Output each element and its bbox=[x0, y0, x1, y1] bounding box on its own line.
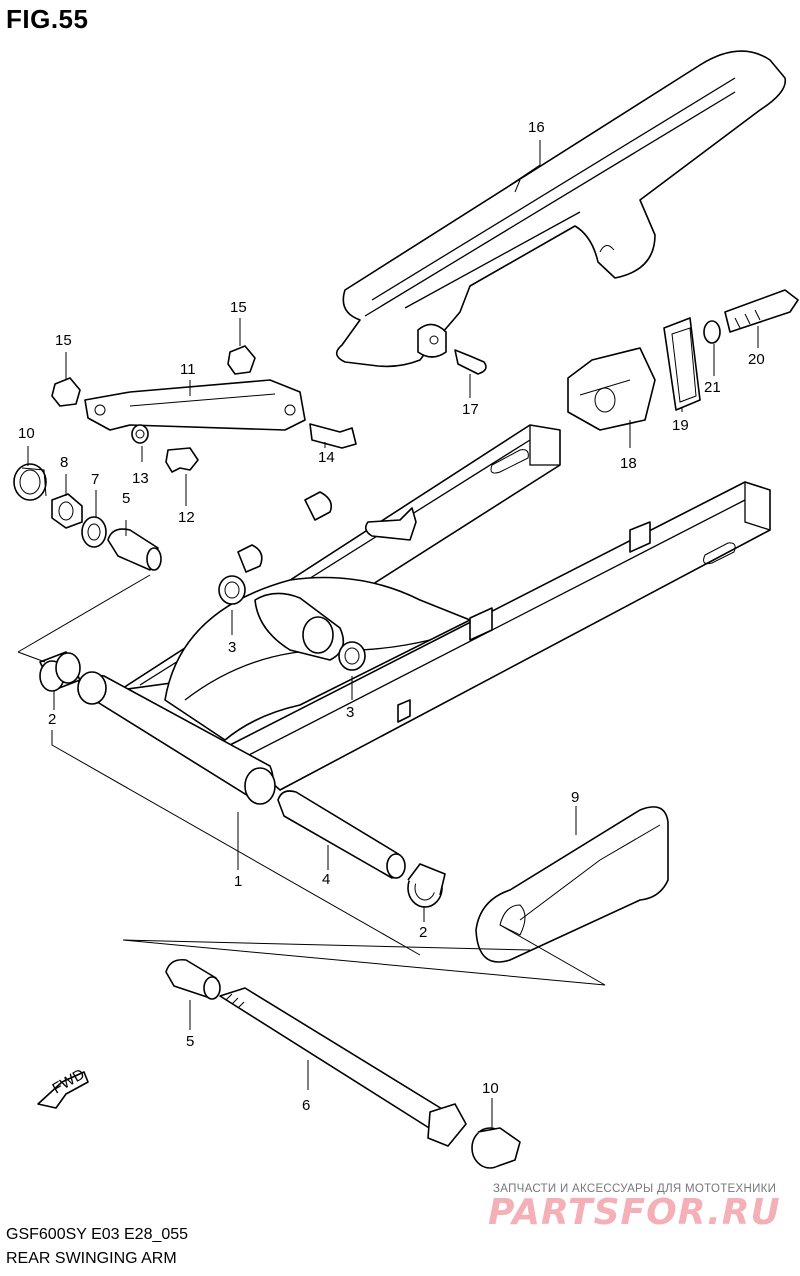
spacer-5-lower bbox=[165, 958, 221, 1000]
bearing-2-right bbox=[407, 863, 446, 908]
cap-10-upper bbox=[13, 463, 47, 501]
part-number: 21 bbox=[704, 379, 721, 396]
nut-8 bbox=[51, 493, 83, 529]
pad-19 bbox=[663, 317, 701, 411]
bearing-2-left bbox=[39, 651, 81, 692]
part-number: 1 bbox=[234, 873, 242, 890]
part-number: 15 bbox=[230, 299, 247, 316]
part-number: 8 bbox=[60, 454, 68, 471]
part-number: 12 bbox=[178, 509, 195, 526]
spacer-4 bbox=[277, 790, 406, 879]
part-number: 6 bbox=[302, 1097, 310, 1114]
part-number: 10 bbox=[18, 425, 35, 442]
figure-title: FIG.55 bbox=[6, 4, 89, 34]
part-number: 5 bbox=[186, 1033, 194, 1050]
bolt-12 bbox=[165, 447, 199, 473]
nut-15-right bbox=[227, 345, 256, 375]
torque-link-11 bbox=[84, 379, 306, 431]
part-number: 2 bbox=[419, 924, 427, 941]
part-number: 5 bbox=[122, 490, 130, 507]
part-number: 18 bbox=[620, 455, 637, 472]
part-number: 2 bbox=[48, 711, 56, 728]
reference-lines bbox=[17, 140, 759, 1128]
part-number: 7 bbox=[91, 471, 99, 488]
part-number: 4 bbox=[322, 871, 330, 888]
part-number: 16 bbox=[528, 119, 545, 136]
spacer-5-upper bbox=[107, 528, 162, 571]
figure-caption: REAR SWINGING ARM bbox=[6, 1250, 177, 1267]
part-number: 20 bbox=[748, 351, 765, 368]
watermark-logo: PARTSFOR.RU bbox=[488, 1192, 781, 1233]
chain-case bbox=[335, 50, 787, 368]
bolt-20 bbox=[724, 289, 799, 333]
part-number: 13 bbox=[132, 470, 149, 487]
chain-buffer-9 bbox=[475, 806, 669, 963]
bearing-3-lower bbox=[338, 641, 366, 671]
screw-17 bbox=[454, 349, 487, 375]
watermark-tagline: ЗАПЧАСТИ И АКСЕССУАРЫ ДЛЯ МОТОТЕХНИКИ bbox=[493, 1183, 777, 1195]
part-number: 3 bbox=[228, 639, 236, 656]
part-number: 14 bbox=[318, 449, 335, 466]
cap-10-lower bbox=[471, 1127, 521, 1169]
swing-arm bbox=[77, 424, 771, 805]
part-number: 15 bbox=[55, 332, 72, 349]
bracket-18 bbox=[567, 347, 656, 431]
part-number: 17 bbox=[462, 401, 479, 418]
part-number-labels: 1 2 2 3 3 4 5 5 6 7 8 9 10 10 11 12 13 1… bbox=[18, 119, 765, 1114]
bearing-3-upper bbox=[218, 575, 246, 605]
nut-15-left bbox=[51, 377, 81, 407]
washer-13 bbox=[131, 424, 149, 444]
fwd-arrow-icon: FWD bbox=[37, 1066, 89, 1109]
pivot-shaft-6 bbox=[219, 987, 467, 1147]
part-number: 3 bbox=[346, 704, 354, 721]
part-number: 9 bbox=[571, 789, 579, 806]
part-number: 10 bbox=[482, 1080, 499, 1097]
part-number: 11 bbox=[180, 361, 196, 378]
model-code: GSF600SY E03 E28_055 bbox=[6, 1226, 189, 1243]
part-number: 19 bbox=[672, 417, 689, 434]
washer-7 bbox=[81, 516, 107, 548]
bolt-14 bbox=[309, 423, 357, 449]
washer-21 bbox=[703, 320, 721, 344]
